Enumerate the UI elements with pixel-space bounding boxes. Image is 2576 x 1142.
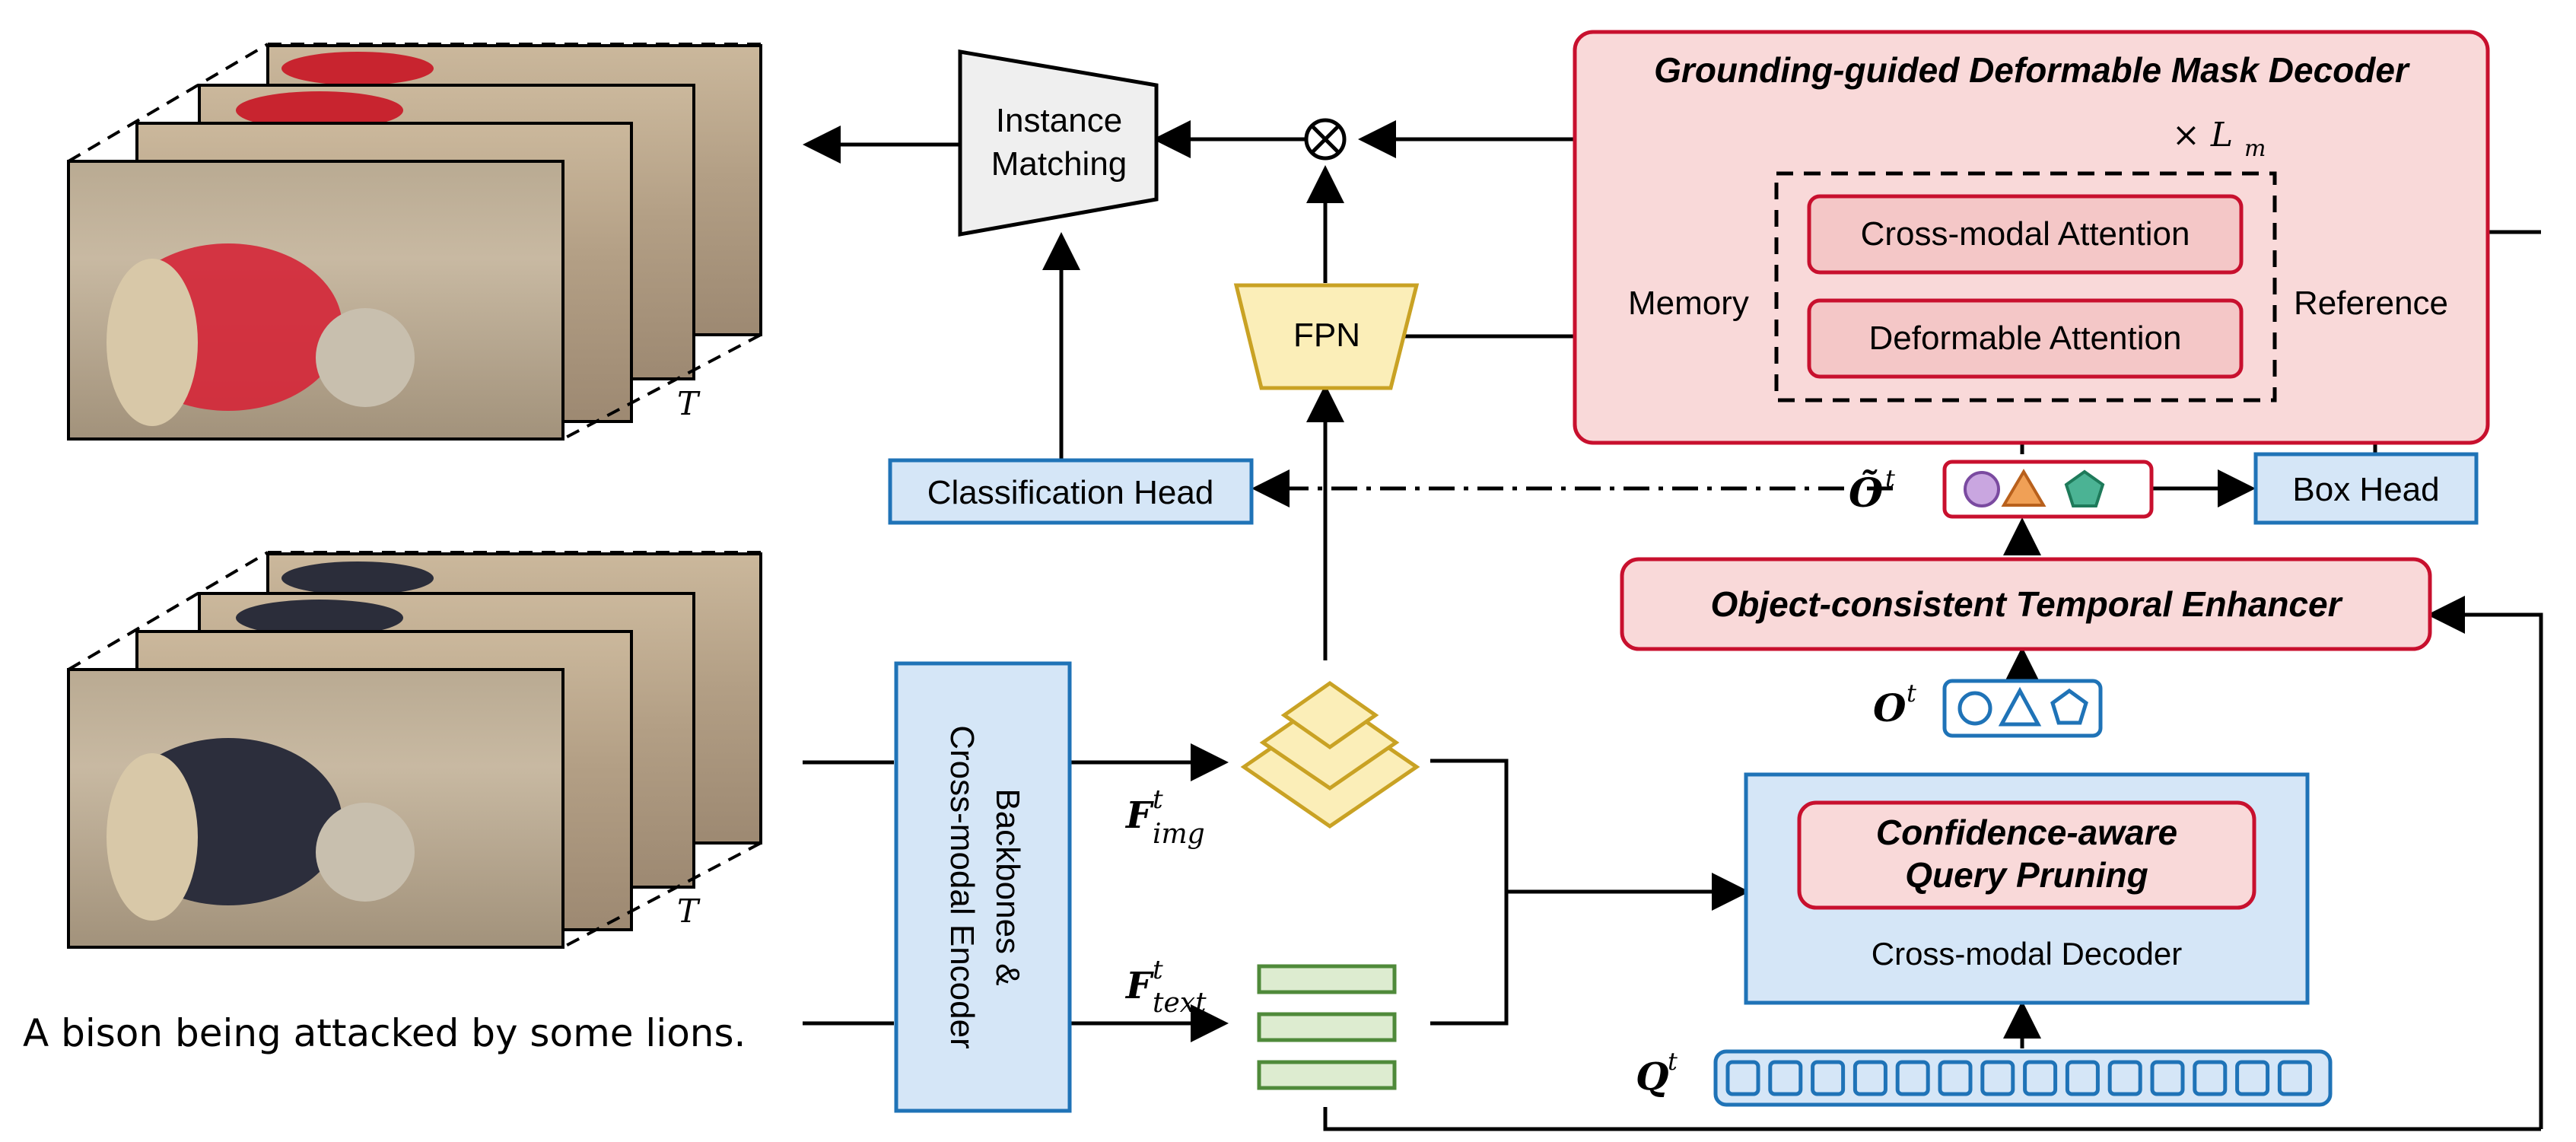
o-tilde-label: Õ t — [1849, 464, 1895, 517]
query-cell — [1725, 1060, 1760, 1096]
query-cell — [2150, 1060, 2185, 1096]
f-img-label: F t img — [1124, 784, 1205, 850]
cross-modal-attention-label: Cross-modal Attention — [1861, 215, 2190, 253]
reference-label: Reference — [2294, 285, 2448, 322]
decoder-group-title: Grounding-guided Deformable Mask Decoder — [1654, 50, 2410, 90]
svg-text:Q: Q — [1636, 1054, 1669, 1099]
text-feature-stack — [1257, 964, 1397, 1090]
classification-head-label: Classification Head — [927, 474, 1214, 511]
mask-decoder-group: Grounding-guided Deformable Mask Decoder… — [1573, 30, 2490, 445]
query-cell — [2107, 1060, 2142, 1096]
svg-text:t: t — [1153, 784, 1163, 815]
backbones-line2: Cross-modal Encoder — [943, 725, 981, 1049]
svg-text:t: t — [1153, 955, 1163, 985]
box-head-block: Box Head — [2253, 452, 2479, 525]
top-clip-depth-label: T — [677, 385, 701, 422]
query-pruning-box — [1797, 800, 2256, 910]
text-caption: A bison being attacked by some lions. — [23, 1011, 746, 1055]
query-cell — [1980, 1060, 2015, 1096]
deformable-attention-label: Deformable Attention — [1869, 320, 2182, 357]
multiply-node — [1304, 118, 1347, 161]
circle-token-icon — [1964, 471, 2000, 507]
query-tokens — [1942, 679, 2103, 738]
pentagon-token-icon — [2064, 469, 2105, 507]
deformable-attention-box — [1807, 298, 2244, 379]
svg-text:F: F — [1124, 965, 1154, 1007]
repeat-region — [1774, 171, 2277, 402]
pentagon-query-icon — [2050, 688, 2088, 725]
top-video-clip: T — [67, 43, 762, 441]
query-cell — [2277, 1060, 2312, 1096]
svg-text:text: text — [1153, 988, 1207, 1019]
fpn-label: FPN — [1293, 317, 1360, 354]
image-feature-pyramid — [1240, 680, 1420, 829]
query-cell — [2065, 1060, 2100, 1096]
query-cell — [1768, 1060, 1803, 1096]
instance-matching-block: Instance Matching — [958, 49, 1159, 237]
memory-label: Memory — [1628, 285, 1749, 322]
backbones-encoder-block: Backbones & Cross-modal Encoder — [894, 661, 1072, 1113]
refined-query-tokens — [1942, 460, 2154, 519]
classification-head-block: Classification Head — [888, 458, 1254, 525]
query-cell — [2193, 1060, 2228, 1096]
bottom-clip-depth-label: T — [677, 892, 701, 930]
query-cell — [2235, 1060, 2270, 1096]
query-pruning-line1: Confidence-aware — [1876, 813, 2177, 852]
repeat-label: × L — [2172, 116, 2233, 154]
cross-modal-attention-box — [1807, 194, 2244, 275]
query-cell — [1852, 1060, 1887, 1096]
triangle-token-icon — [2001, 469, 2046, 507]
cross-modal-decoder-label: Cross-modal Decoder — [1872, 936, 2182, 972]
svg-text:t: t — [1668, 1047, 1678, 1076]
backbones-line1: Backbones & — [989, 788, 1026, 985]
query-cell — [1811, 1060, 1846, 1096]
svg-text:Õ: Õ — [1849, 469, 1883, 517]
instance-matching-line1: Instance — [996, 102, 1122, 139]
svg-text:img: img — [1153, 819, 1205, 850]
query-cell — [1895, 1060, 1930, 1096]
repeat-sub: m — [2244, 135, 2266, 162]
temporal-enhancer-block: Object-consistent Temporal Enhancer — [1620, 557, 2432, 651]
svg-text:O: O — [1873, 686, 1907, 730]
svg-text:t: t — [1907, 679, 1916, 708]
box-head-label: Box Head — [2292, 471, 2439, 508]
temporal-enhancer-label: Object-consistent Temporal Enhancer — [1710, 584, 2342, 624]
instance-matching-line2: Matching — [991, 145, 1127, 183]
triangle-query-icon — [1998, 686, 2042, 727]
f-text-label: F t text — [1124, 955, 1207, 1019]
query-pruning-line2: Query Pruning — [1905, 855, 2148, 895]
bottom-video-clip: T — [67, 551, 762, 949]
cross-modal-decoder-block: Confidence-aware Query Pruning Cross-mod… — [1744, 772, 2310, 1005]
o-label: O t — [1873, 679, 1916, 730]
query-cell — [1938, 1060, 1973, 1096]
svg-text:F: F — [1124, 794, 1154, 837]
q-label: Q t — [1636, 1047, 1678, 1099]
circle-query-icon — [1957, 691, 1992, 726]
initial-queries — [1713, 1049, 2333, 1107]
query-cell — [2023, 1060, 2058, 1096]
svg-text:t: t — [1885, 464, 1895, 493]
fpn-block: FPN — [1233, 283, 1420, 390]
